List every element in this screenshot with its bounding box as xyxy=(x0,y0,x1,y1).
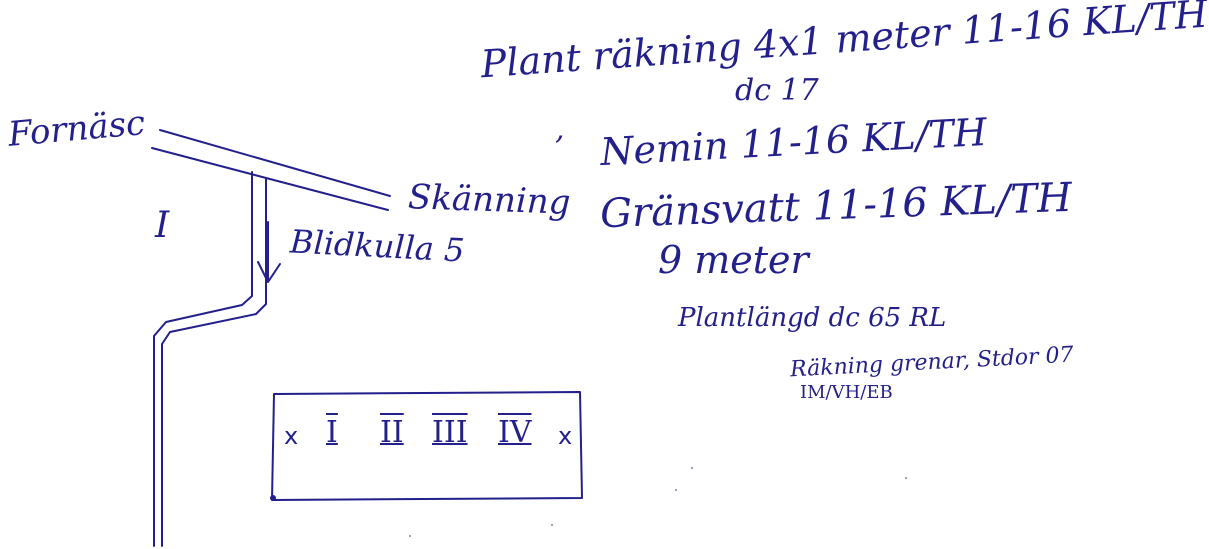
sketch-map-drawing xyxy=(151,129,907,547)
scan-speck xyxy=(551,524,553,526)
plot-rectangle xyxy=(271,391,583,501)
plot-end-mark-right: x xyxy=(558,422,573,450)
road-label-blidkulla: Blidkulla 5 xyxy=(289,222,466,270)
note-line-initials: IM/VH/EB xyxy=(800,382,893,403)
plot-section-4: IV xyxy=(498,415,532,450)
plot-end-mark-left: x xyxy=(284,422,299,450)
road-line-upper xyxy=(159,129,391,197)
area-label: I xyxy=(155,205,170,246)
branch-road-line-left xyxy=(153,171,253,547)
note-mark-comma: , xyxy=(555,112,565,147)
road-line-lower xyxy=(151,147,389,211)
scanned-note: Fornäsc Skänning Blidkulla 5 I Plant räk… xyxy=(7,0,1209,547)
scan-speck xyxy=(409,535,411,537)
note-line-gransvatt-sub: 9 meter xyxy=(658,238,809,282)
plot-section-2: II xyxy=(380,415,404,450)
scan-speck xyxy=(691,467,693,469)
scan-speck xyxy=(905,477,907,479)
direction-arrow xyxy=(257,221,281,283)
note-line-plantlangd: Plantlängd dc 65 RL xyxy=(678,303,947,333)
road-label-skanning: Skänning xyxy=(407,177,572,223)
plot-section-1: I xyxy=(326,415,338,450)
plot-corner-dot xyxy=(270,495,276,501)
branch-road-line-right xyxy=(161,177,267,547)
note-line-plant-rakning-sub: dc 17 xyxy=(735,73,819,108)
scan-speck xyxy=(675,489,677,491)
plot-section-3: III xyxy=(432,415,468,450)
